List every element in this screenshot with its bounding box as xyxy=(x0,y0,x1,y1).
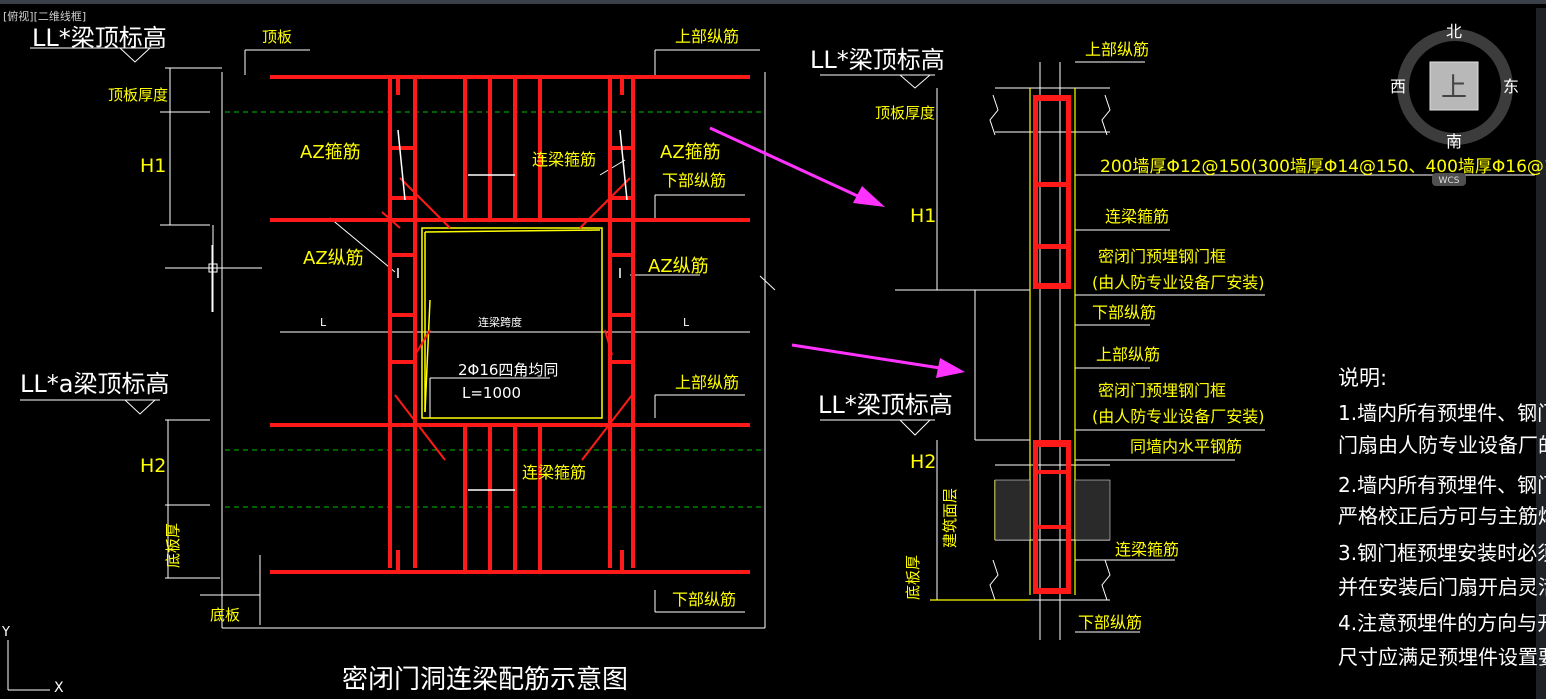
note-line: 严格校正后方可与主筋焊牢 xyxy=(1338,504,1546,528)
door-opening xyxy=(421,227,603,419)
floor-thick-label: 底板厚 xyxy=(164,523,182,568)
laf-right: L xyxy=(683,316,690,329)
drawing-title: 密闭门洞连梁配筋示意图 xyxy=(342,665,628,695)
top-long-1: 上部纵筋 xyxy=(675,27,739,46)
ucs-icon: Y X xyxy=(1,625,64,696)
beam-stirrup-top: 连梁箍筋 xyxy=(532,150,596,169)
right-top-long-b: 上部纵筋 xyxy=(1096,345,1160,364)
compass-west[interactable]: 西 xyxy=(1390,77,1406,96)
left-rebar xyxy=(270,75,750,574)
frame-a2: (由人防专业设备厂安装) xyxy=(1092,273,1265,292)
note-line: 4.注意预埋件的方向与开 xyxy=(1338,611,1546,635)
crosshair-cursor xyxy=(165,225,262,312)
h2-label: H2 xyxy=(140,455,166,477)
roof-slab-label: 顶板 xyxy=(262,28,292,46)
note-line: 3.钢门框预埋安装时必须 xyxy=(1338,541,1546,565)
beam-stirrup-bottom: 连梁箍筋 xyxy=(522,463,586,482)
span-label: 连梁跨度 xyxy=(478,315,522,329)
corner-len-label: L=1000 xyxy=(462,384,521,402)
right-bottom-long-b: 下部纵筋 xyxy=(1078,613,1142,632)
right-bottom-long-a: 下部纵筋 xyxy=(1092,303,1156,322)
note-line: 门扇由人防专业设备厂的 xyxy=(1338,433,1546,457)
right-top-long-a: 上部纵筋 xyxy=(1085,40,1149,59)
h1-label: H1 xyxy=(140,155,166,177)
az-long-left: AZ纵筋 xyxy=(303,248,364,269)
ucs-x: X xyxy=(54,680,64,696)
notes-heading: 说明: xyxy=(1338,366,1387,390)
right-frame-lines xyxy=(820,61,1535,640)
floor-finish-blocks xyxy=(994,479,1111,541)
viewcube-face[interactable] xyxy=(1429,61,1479,111)
horiz-bar-label: 同墙内水平钢筋 xyxy=(1130,437,1242,456)
roof-thick-label: 顶板厚度 xyxy=(108,86,168,104)
right-h2: H2 xyxy=(910,451,936,473)
left-detail: LL*梁顶标高 LL*a梁顶标高 顶板 顶板厚度 H1 H2 底板厚 底板 AZ… xyxy=(20,24,776,695)
floor-surface-label: 建筑面层 xyxy=(941,488,959,548)
ucs-y: Y xyxy=(1,625,10,640)
frame-b1: 密闭门预埋钢门框 xyxy=(1098,381,1226,400)
right-rebar xyxy=(1033,95,1071,594)
az-long-right: AZ纵筋 xyxy=(648,256,709,277)
note-line: 1.墙内所有预埋件、钢门 xyxy=(1338,401,1546,425)
right-scroll-edge[interactable] xyxy=(1536,8,1546,699)
bottom-long-1: 下部纵筋 xyxy=(662,171,726,190)
notes-block: 说明: 1.墙内所有预埋件、钢门 门扇由人防专业设备厂的 2.墙内所有预埋件、钢… xyxy=(1338,366,1546,669)
left-elev-markers xyxy=(20,47,160,415)
left-top-elev-label: LL*梁顶标高 xyxy=(32,24,167,52)
left-low-elev-label: LL*a梁顶标高 xyxy=(20,370,169,398)
pointer-arrows xyxy=(709,126,965,378)
note-line: 并在安装后门扇开启灵活 xyxy=(1338,575,1546,599)
compass-north[interactable]: 北 xyxy=(1446,22,1462,41)
floor-slab-label: 底板 xyxy=(210,606,240,624)
bottom-long-2: 下部纵筋 xyxy=(672,590,736,609)
right-stirrup-a: 连梁箍筋 xyxy=(1105,207,1169,226)
viewcube-top-label[interactable]: 上 xyxy=(1441,73,1467,103)
right-roof-thick: 顶板厚度 xyxy=(875,104,935,122)
right-h1: H1 xyxy=(910,205,936,227)
right-stirrup-b: 连梁箍筋 xyxy=(1115,540,1179,559)
top-long-2: 上部纵筋 xyxy=(675,373,739,392)
stirrup-dims xyxy=(397,129,628,491)
right-detail: LL*梁顶标高 LL*梁顶标高 顶板厚度 H1 H2 上部纵筋 200墙厚Φ12… xyxy=(810,40,1546,640)
compass-ring[interactable] xyxy=(1397,29,1513,145)
corner-bars xyxy=(381,177,633,461)
az-stirrup-right: AZ箍筋 xyxy=(660,142,721,163)
wcs-badge[interactable] xyxy=(1432,173,1466,186)
viewport-label[interactable]: [俯视][二维线框] xyxy=(3,10,87,23)
compass-east[interactable]: 东 xyxy=(1503,77,1519,96)
right-mid-elev-label: LL*梁顶标高 xyxy=(818,391,953,419)
viewcube[interactable]: 北 南 东 西 上 WCS xyxy=(1390,22,1519,186)
laf-left: L xyxy=(320,316,327,329)
frame-a1: 密闭门预埋钢门框 xyxy=(1098,247,1226,266)
note-line: 尺寸应满足预埋件设置要 xyxy=(1338,645,1546,669)
left-hidden-lines xyxy=(225,111,765,508)
right-floor-thick: 底板厚 xyxy=(904,555,922,600)
frame-b2: (由人防专业设备厂安装) xyxy=(1092,407,1265,426)
az-stirrup-left: AZ箍筋 xyxy=(300,142,361,163)
wall-note: 200墙厚Φ12@150(300墙厚Φ14@150、400墙厚Φ16@15 xyxy=(1100,157,1546,177)
viewport-top-bar xyxy=(0,0,1546,4)
wcs-label[interactable]: WCS xyxy=(1439,176,1460,186)
note-line: 2.墙内所有预埋件、钢门框 xyxy=(1338,473,1546,497)
right-top-elev-label: LL*梁顶标高 xyxy=(810,46,945,74)
left-frame-lines xyxy=(160,49,776,629)
corner-bar-label: 2Φ16四角均同 xyxy=(458,361,558,379)
compass-south[interactable]: 南 xyxy=(1446,132,1462,151)
